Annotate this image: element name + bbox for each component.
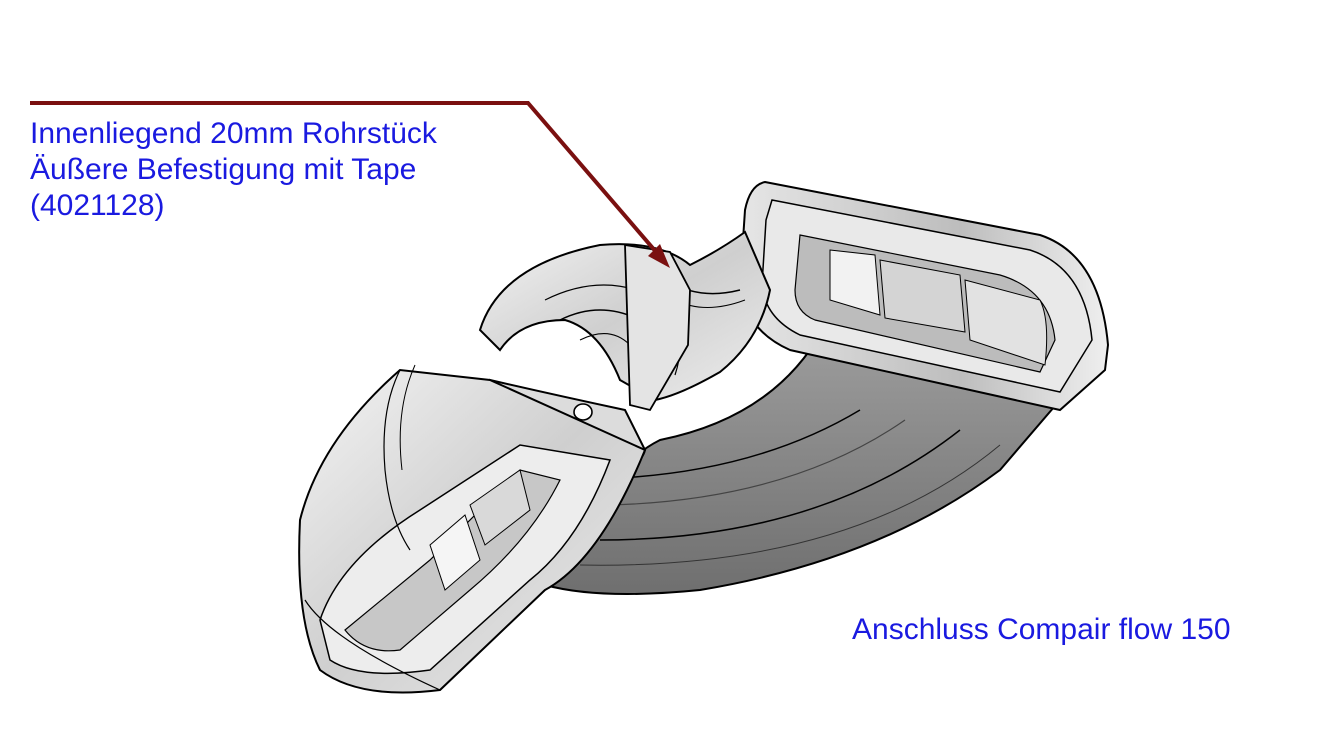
rectangular-inlet — [298, 364, 647, 694]
screw-hole — [573, 403, 593, 421]
leader-line — [30, 101, 665, 262]
callout-line-3: (4021128) — [30, 189, 165, 222]
callout-text: Innenliegend 20mm Rohrstück Äußere Befes… — [30, 116, 437, 224]
callout-leader — [30, 101, 670, 268]
connection-label: Anschluss Compair flow 150 — [852, 613, 1231, 646]
callout-line-1: Innenliegend 20mm Rohrstück — [30, 117, 437, 150]
leader-arrowhead — [648, 244, 670, 268]
callout-line-2: Äußere Befestigung mit Tape — [30, 153, 417, 186]
